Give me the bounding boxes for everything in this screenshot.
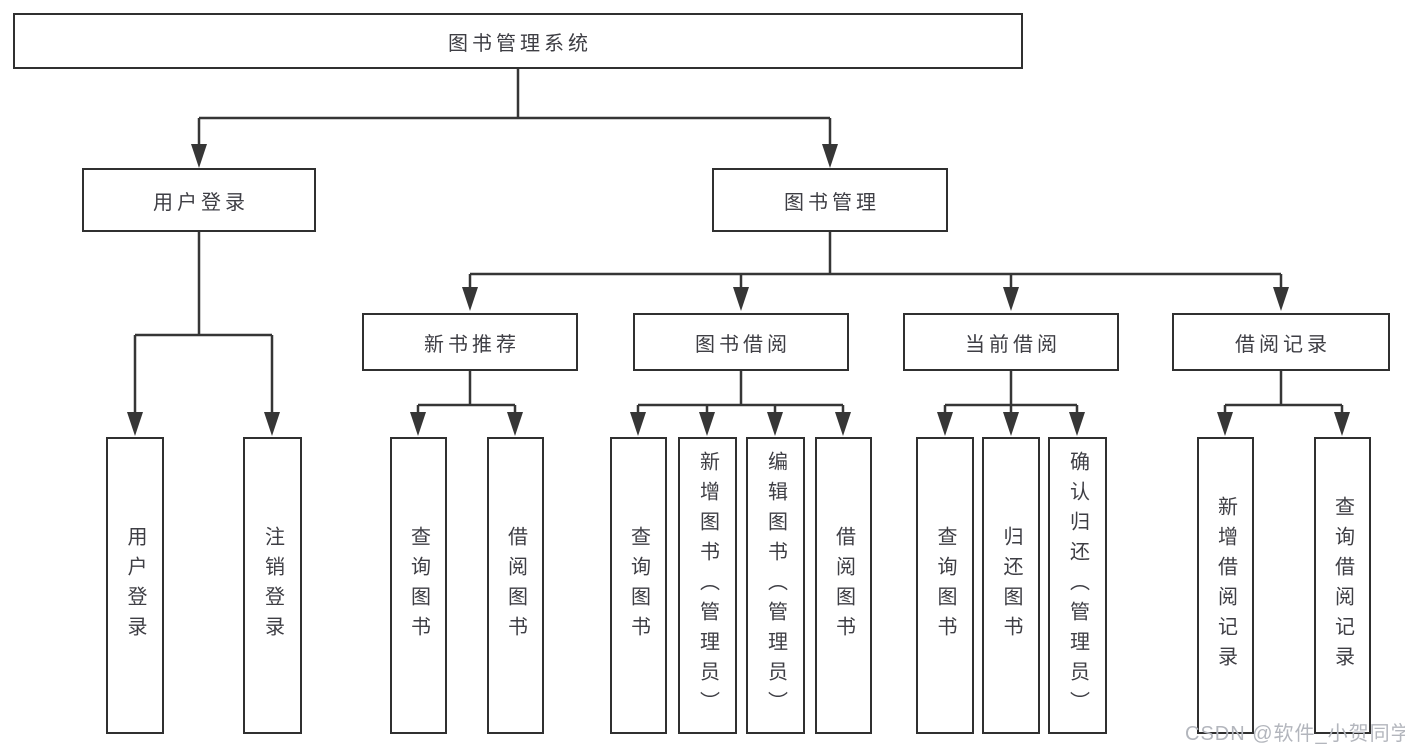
node-label: 用户登录 xyxy=(124,525,146,646)
node-library-system: 图书管理系统 xyxy=(13,13,1023,69)
node-label: 查询图书 xyxy=(627,525,650,646)
node-label: 借阅图书 xyxy=(504,525,527,646)
node-label: 查询图书 xyxy=(407,525,430,646)
node-label: 借阅记录 xyxy=(1235,333,1331,356)
node-book-management: 图书管理 xyxy=(712,168,948,232)
leaf-logout: 注销登录 xyxy=(243,437,302,734)
leaf-confirm-return-admin: 确认归还（管理员） xyxy=(1048,437,1107,734)
node-label: 确认归还（管理员） xyxy=(1066,450,1089,721)
leaf-add-book-admin: 新增图书（管理员） xyxy=(678,437,737,734)
node-label: 新书推荐 xyxy=(424,333,520,356)
leaf-borrow-books: 借阅图书 xyxy=(815,437,872,734)
arrowheads xyxy=(127,144,1350,436)
node-label: 注销登录 xyxy=(261,525,284,646)
node-label: 当前借阅 xyxy=(965,333,1061,356)
node-label: 编辑图书（管理员） xyxy=(764,450,787,721)
node-label: 图书管理系统 xyxy=(448,32,592,55)
node-label: 查询图书 xyxy=(934,525,956,646)
node-label: 新增图书（管理员） xyxy=(696,450,719,721)
node-label: 图书管理 xyxy=(784,191,880,214)
node-label: 图书借阅 xyxy=(695,333,791,356)
node-user-login-branch: 用户登录 xyxy=(82,168,316,232)
node-borrow-records: 借阅记录 xyxy=(1172,313,1390,371)
leaf-query-borrow-record: 查询借阅记录 xyxy=(1314,437,1371,734)
node-label: 新增借阅记录 xyxy=(1214,495,1237,676)
leaf-query-books-borrow: 查询图书 xyxy=(610,437,667,734)
leaf-query-books-recommend: 查询图书 xyxy=(390,437,447,734)
node-book-borrow: 图书借阅 xyxy=(633,313,849,371)
leaf-query-books-current: 查询图书 xyxy=(916,437,974,734)
node-label: 查询借阅记录 xyxy=(1331,495,1354,676)
node-label: 用户登录 xyxy=(153,191,249,214)
leaf-add-borrow-record: 新增借阅记录 xyxy=(1197,437,1254,734)
node-label: 归还图书 xyxy=(1000,525,1022,646)
leaf-return-books: 归还图书 xyxy=(982,437,1040,734)
node-current-borrow: 当前借阅 xyxy=(903,313,1119,371)
leaf-user-login: 用户登录 xyxy=(106,437,164,734)
node-new-book-recommend: 新书推荐 xyxy=(362,313,578,371)
leaf-borrow-books-recommend: 借阅图书 xyxy=(487,437,544,734)
node-label: 借阅图书 xyxy=(832,525,855,646)
leaf-edit-book-admin: 编辑图书（管理员） xyxy=(746,437,805,734)
watermark: CSDN @软件_小贺同学 xyxy=(1185,723,1405,745)
